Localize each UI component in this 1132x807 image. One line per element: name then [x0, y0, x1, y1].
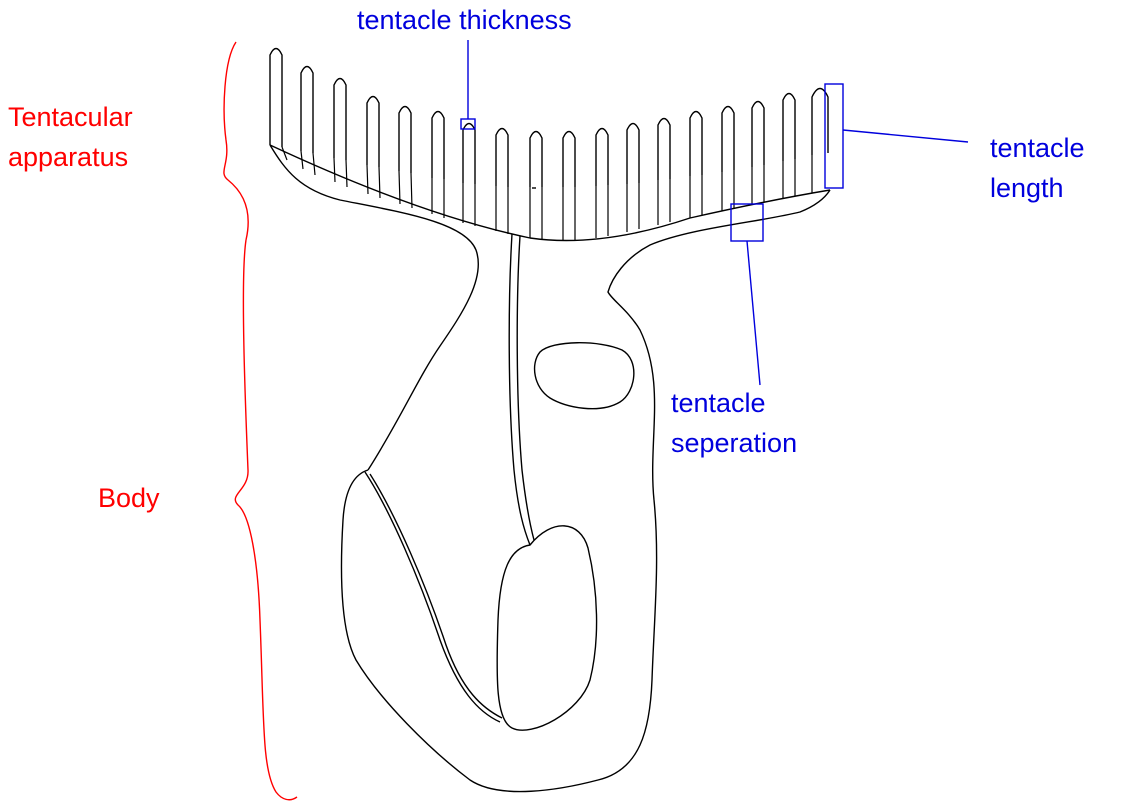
tentacle-separation-line-1: tentacle: [671, 383, 797, 423]
tentacle: [658, 119, 670, 181]
oval-organ: [535, 343, 634, 409]
tentacle-length-line-1: tentacle: [990, 128, 1085, 168]
tentacular-apparatus-brace: [224, 42, 248, 240]
tentacle: [463, 124, 475, 185]
tentacle: [301, 67, 313, 154]
tentacle-separation-line-2: seperation: [671, 423, 797, 463]
tentacle: [367, 97, 379, 168]
tentacle-thickness-text: tentacle thickness: [357, 0, 572, 40]
tentacle: [752, 102, 764, 168]
tentacle: [627, 124, 639, 185]
tentacular-apparatus-line-1: Tentacular: [8, 97, 133, 137]
tentacle: [334, 79, 346, 161]
inner-structures: [365, 343, 634, 730]
tentacles: [270, 49, 828, 188]
tentacle: [783, 94, 795, 162]
tentacle: [563, 132, 575, 188]
lower-organ: [497, 526, 596, 730]
tentacle-length-label: tentacle length: [990, 128, 1085, 208]
tentacle: [596, 129, 608, 187]
tentacle: [399, 107, 411, 174]
tentacle-separation-label: tentacle seperation: [671, 383, 797, 463]
separation-leader: [747, 241, 760, 385]
tentacle-length-line-2: length: [990, 168, 1085, 208]
tentacle: [530, 132, 542, 188]
tentacle: [690, 112, 702, 177]
body-outline: [270, 145, 830, 792]
tentacle-thickness-label: tentacle thickness: [357, 0, 572, 40]
tentacle: [722, 107, 734, 173]
tentacle: [432, 112, 444, 180]
tentacular-apparatus-label: Tentacular apparatus: [8, 97, 133, 177]
body-label: Body: [98, 478, 160, 518]
tentacle-base-lines: [282, 147, 812, 241]
capitulum-edge: [270, 145, 830, 241]
body-text: Body: [98, 478, 160, 518]
tentacle: [496, 129, 508, 188]
body-brace: [235, 240, 297, 800]
tentacular-apparatus-line-2: apparatus: [8, 137, 133, 177]
length-leader: [843, 130, 968, 142]
tentacle: [270, 49, 282, 148]
